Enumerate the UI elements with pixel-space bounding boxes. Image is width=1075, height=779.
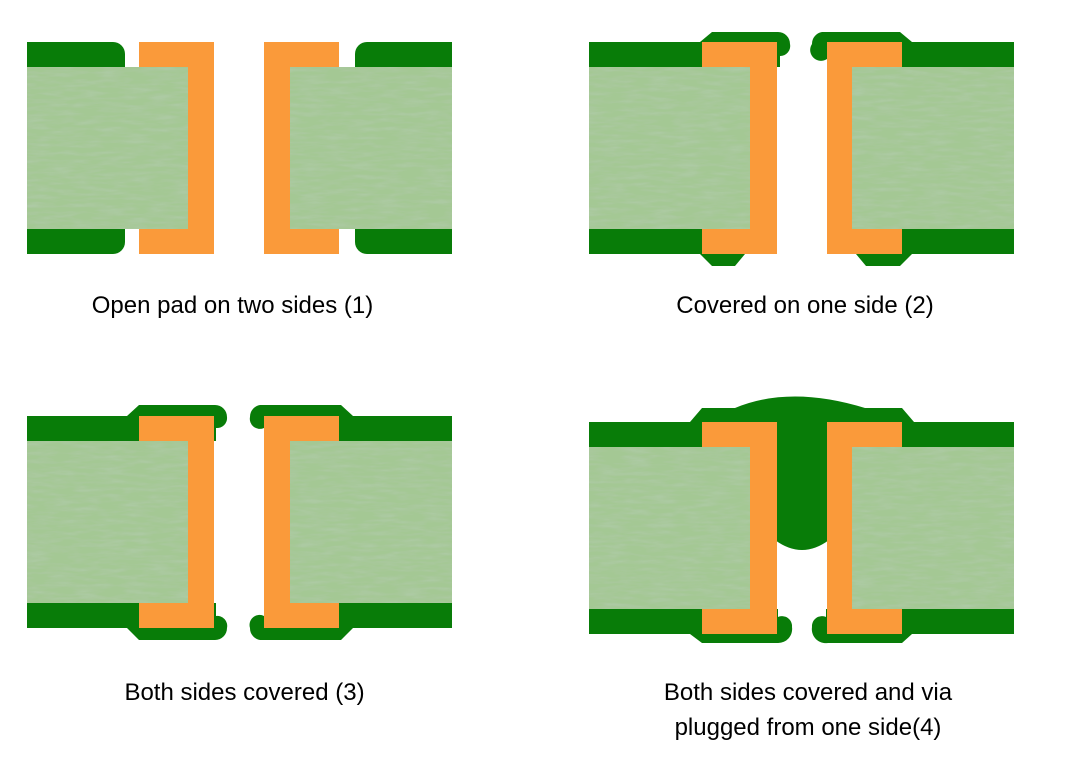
copper-barrel-left (139, 416, 214, 628)
caption-panel-1: Open pad on two sides (1) (91, 292, 374, 319)
panel-3-both-sides-covered (27, 405, 452, 640)
via-plug (775, 410, 829, 550)
soldermask-bottom-right (355, 229, 452, 254)
soldermask-bottom-right (856, 229, 1014, 266)
soldermask-bottom-left (27, 229, 125, 254)
core-left (589, 67, 750, 229)
core-left (27, 67, 188, 229)
copper-barrel-left (139, 42, 214, 254)
caption-panel-3: Both sides covered (3) (124, 679, 365, 706)
copper-barrel-right (827, 42, 902, 254)
caption-panel-4-line-2: plugged from one side(4) (674, 714, 942, 741)
soldermask-top-right (355, 42, 452, 67)
copper-barrel-left (702, 422, 777, 634)
caption-panel-2: Covered on one side (2) (676, 292, 934, 319)
core-right (290, 67, 452, 229)
copper-barrel-right (827, 422, 902, 634)
core-left (589, 447, 750, 609)
soldermask-bottom-left (589, 229, 745, 266)
soldermask-top-left (27, 42, 125, 67)
copper-barrel-right (264, 42, 339, 254)
panel-2-covered-one-side (589, 32, 1014, 266)
copper-barrel-right (264, 416, 339, 628)
core-right (852, 67, 1014, 229)
core-left (27, 441, 188, 603)
core-right (852, 447, 1014, 609)
copper-barrel-left (702, 42, 777, 254)
panel-1-open-pad (27, 42, 452, 254)
caption-panel-4-line-1: Both sides covered and via (663, 679, 953, 706)
panel-4-plugged-via (589, 396, 1014, 644)
core-right (290, 441, 452, 603)
